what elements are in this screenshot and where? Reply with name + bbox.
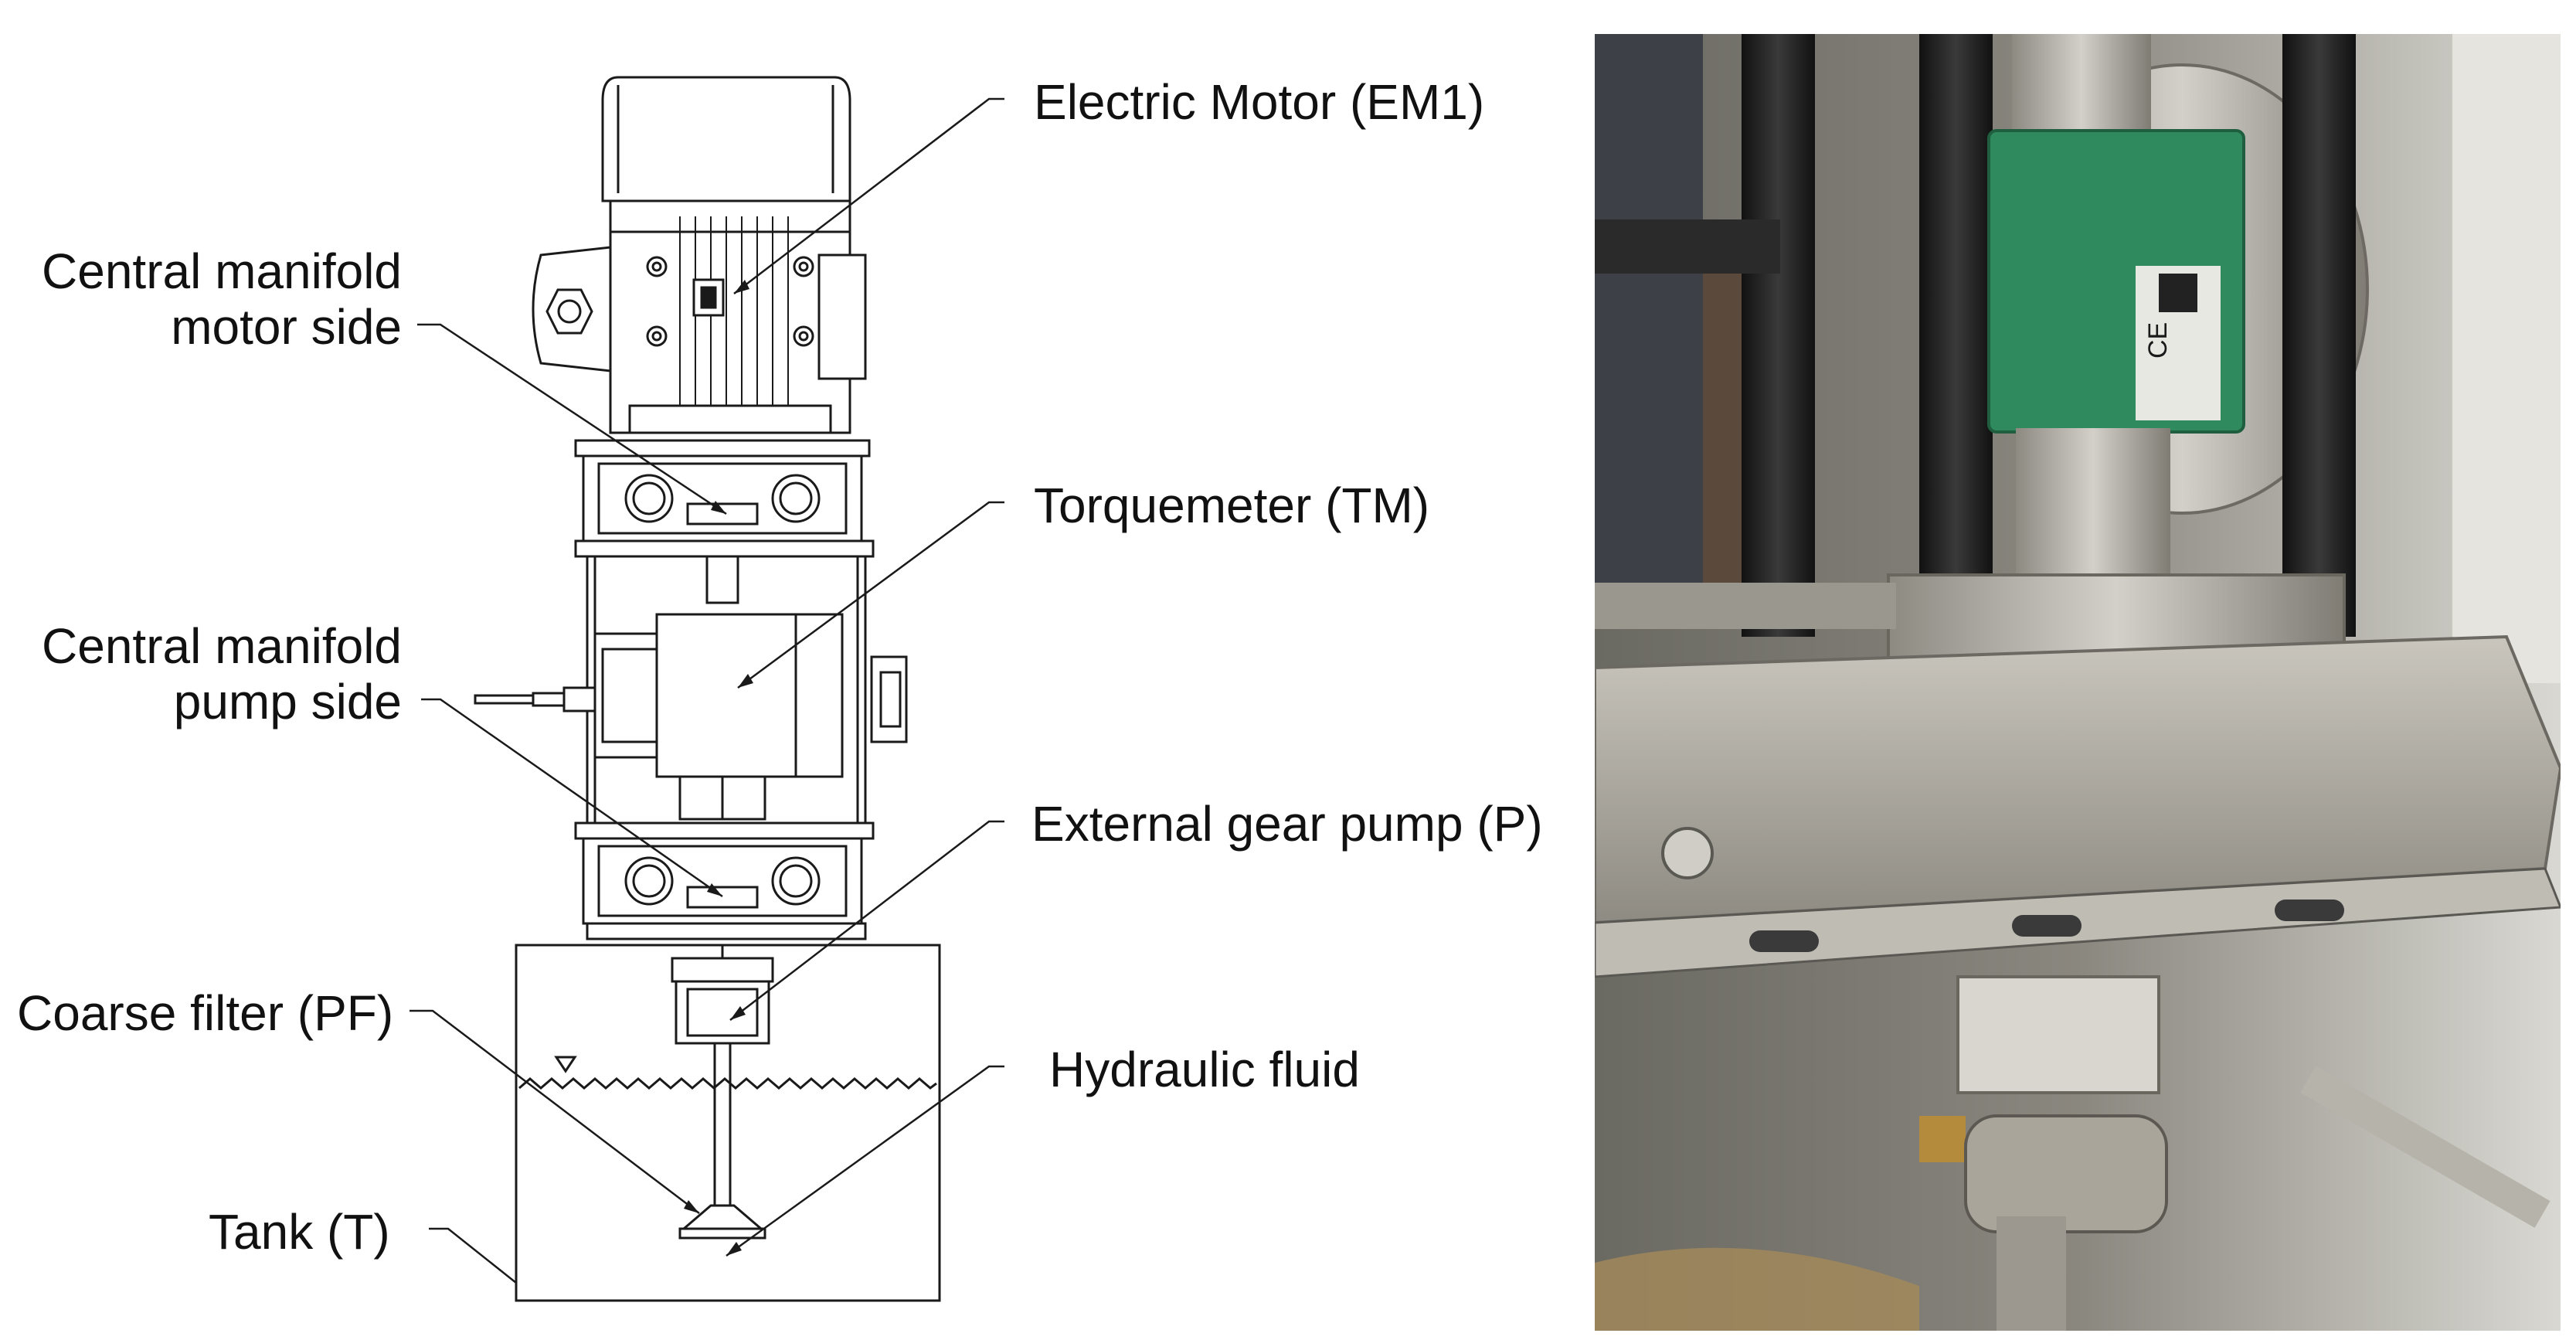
manifold-pump-side-drawing: [574, 821, 875, 940]
arrowhead-electric-motor: [734, 280, 749, 294]
arrowhead-coarse-filter: [684, 1200, 699, 1213]
photo-cable-connector: [1595, 219, 1780, 274]
torquemeter-drawing: [474, 613, 908, 821]
fluid-level-marker: [554, 1056, 577, 1073]
technical-drawing: Electric Motor (EM1) Central manifold mo…: [17, 74, 1543, 1302]
arrowhead-gear-pump: [730, 1006, 746, 1020]
arrowhead-hydraulic-fluid: [726, 1242, 742, 1256]
label-manifold-pump-line2: pump side: [173, 674, 402, 730]
photo-rod-3: [2282, 34, 2356, 637]
photo-lower-shaft: [2016, 428, 2170, 590]
leader-gear-pump: [729, 820, 1004, 1021]
test-rig-photo-illustration: CE: [1595, 34, 2561, 1331]
label-coarse-filter: Coarse filter (PF): [17, 985, 394, 1041]
manifold-motor-side-drawing: [574, 439, 871, 542]
photo-suction-pipe: [1997, 1216, 2066, 1331]
photo-plate-bolt: [1661, 827, 1714, 879]
label-manifold-motor-side: Central manifold motor side: [23, 243, 402, 355]
photo-rod-2: [1919, 34, 1993, 637]
fluid-level-line: [518, 1077, 937, 1090]
photo-brass-fitting: [1919, 1116, 1966, 1162]
photo-hose: [1595, 1247, 1919, 1331]
label-hydraulic-fluid: Hydraulic fluid: [1049, 1042, 1360, 1097]
label-tank: Tank (T): [209, 1204, 390, 1260]
photo-background-left: [1595, 34, 1703, 621]
label-electric-motor: Electric Motor (EM1): [1034, 74, 1485, 130]
gear-pump-drawing: [671, 945, 774, 1045]
label-torquemeter: Torquemeter (TM): [1034, 478, 1430, 533]
leader-torquemeter: [737, 501, 1004, 689]
leader-coarse-filter: [410, 1009, 700, 1214]
photo-ce-mark: CE: [2143, 322, 2173, 359]
label-manifold-pump-line1: Central manifold: [42, 618, 402, 674]
test-rig-schematic: [410, 76, 1004, 1302]
photo-pipe-tee: [1964, 1114, 2168, 1233]
photo-rod-1: [1742, 34, 1815, 637]
photo-torquemeter-top-shaft: [2012, 34, 2151, 134]
label-manifold-motor-line2: motor side: [171, 299, 402, 355]
leader-manifold-motor-side: [417, 323, 727, 515]
label-manifold-motor-line1: Central manifold: [42, 243, 402, 299]
electric-motor-drawing: [532, 76, 867, 434]
photo-base-plate: [1595, 634, 2561, 925]
leader-manifold-pump-side: [421, 698, 723, 898]
arrowhead-torquemeter: [738, 674, 753, 688]
arrowhead-manifold-pump: [707, 883, 722, 896]
photo-gear-pump: [1956, 975, 2160, 1094]
leader-tank: [429, 1227, 517, 1284]
label-gear-pump: External gear pump (P): [1031, 796, 1543, 852]
leader-electric-motor: [733, 97, 1004, 294]
leader-hydraulic-fluid: [726, 1065, 1004, 1257]
photo-qr-code: [2159, 274, 2197, 312]
arrowhead-manifold-motor: [711, 501, 726, 514]
photo-background-wall: [2452, 34, 2561, 683]
label-manifold-pump-side: Central manifold pump side: [23, 618, 402, 730]
photo-support-bracket: [2300, 1066, 2551, 1228]
photo-side-fitting: [1595, 583, 1896, 629]
test-rig-photo: CE: [1595, 34, 2561, 1331]
